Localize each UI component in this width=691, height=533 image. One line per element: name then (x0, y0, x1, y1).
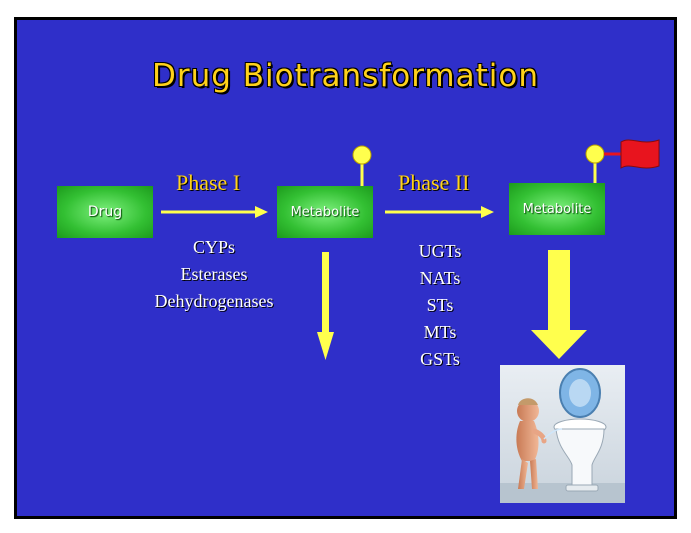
enzyme-item: NATs (419, 268, 461, 288)
enzyme-item: Dehydrogenases (154, 291, 274, 311)
child-toilet-illustration (500, 365, 625, 503)
enzyme-item: CYPs (192, 237, 236, 257)
slide-title: Drug Biotransformation (152, 58, 539, 94)
enzyme-item: GSTs (420, 349, 460, 369)
phase-1-label: Phase I (176, 170, 241, 195)
slide: Drug Biotransformation Drug Metabolite M… (14, 17, 677, 519)
metabolite-box-2-label: Metabolite (522, 201, 592, 217)
metabolite-2-down-arrow (531, 250, 587, 359)
pin-icon (352, 145, 372, 186)
phase-1-enzyme-list: CYPs Esterases Dehydrogenases (139, 234, 289, 315)
enzyme-item: STs (426, 295, 454, 315)
phase-2-enzyme-list: UGTs NATs STs MTs GSTs (395, 238, 485, 373)
flag-icon (604, 139, 660, 169)
drug-box: Drug (57, 186, 153, 238)
phase-2-label: Phase II (398, 170, 470, 195)
metabolite-box-2: Metabolite (509, 183, 605, 235)
enzyme-item: UGTs (418, 241, 462, 261)
diagram-arrows (161, 139, 660, 360)
metabolite-1-down-arrow (317, 252, 334, 360)
metabolite-box-1: Metabolite (277, 186, 373, 238)
enzyme-item: Esterases (180, 264, 248, 284)
metabolite-box-1-label: Metabolite (290, 204, 360, 220)
phase-1-arrow (161, 206, 268, 218)
enzyme-item: MTs (423, 322, 457, 342)
drug-box-label: Drug (87, 204, 123, 220)
pin-icon (585, 144, 605, 183)
phase-2-arrow (385, 206, 494, 218)
